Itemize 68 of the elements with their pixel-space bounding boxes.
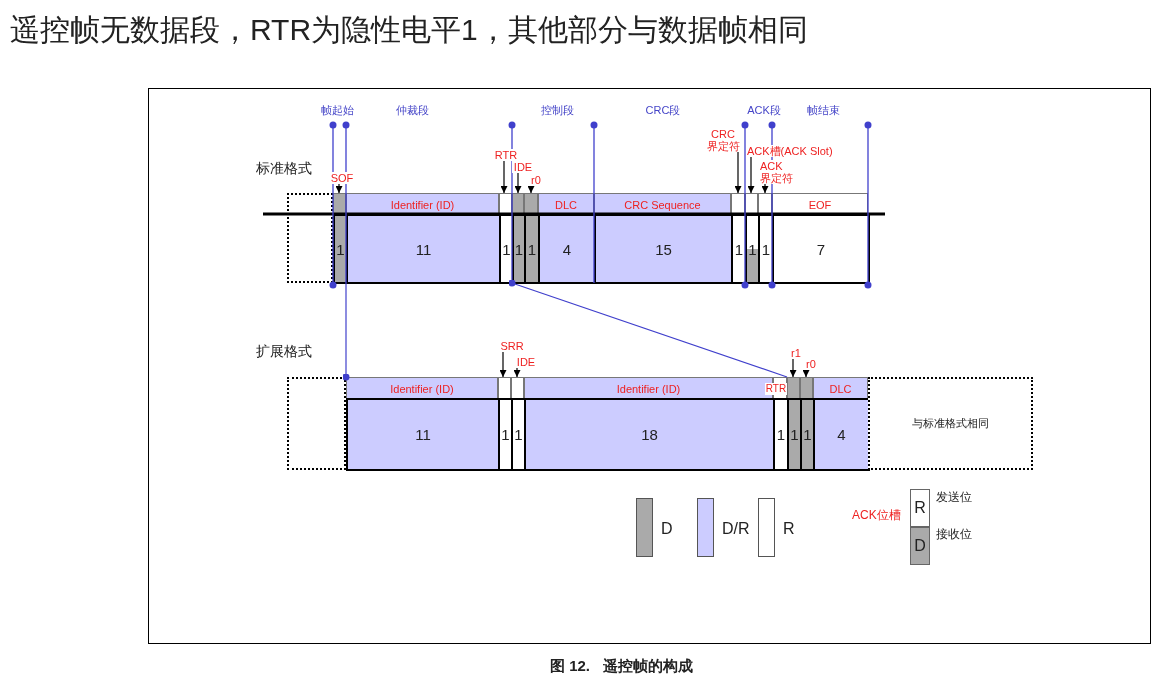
bit-field xyxy=(346,377,498,470)
bit-count-cell: 7 xyxy=(772,214,870,284)
field-name: EOF xyxy=(807,197,833,213)
bit-cell: R xyxy=(910,489,930,527)
leader-arrow xyxy=(500,160,508,194)
field-name: DLC xyxy=(554,197,578,213)
field-label: RTR xyxy=(494,149,518,161)
bit-field xyxy=(813,377,868,470)
empty-box xyxy=(287,377,346,470)
bit-count-cell: 15 xyxy=(594,214,733,284)
field-label: CRC 界定符 xyxy=(706,128,740,152)
row-label: 标准格式 xyxy=(256,160,313,176)
leader-arrow xyxy=(789,358,797,378)
field-label: r0 xyxy=(804,358,818,370)
leader-arrow xyxy=(802,369,810,378)
segment-label: CRC段 xyxy=(644,104,682,117)
legend-label: D/R xyxy=(722,520,750,538)
field-name: Identifier (ID) xyxy=(389,381,455,397)
leader-arrow xyxy=(513,367,521,378)
bit-field xyxy=(538,193,594,283)
leader-arrow xyxy=(527,185,535,194)
bit-count-cell: 11 xyxy=(346,214,501,284)
segment-label: 仲裁段 xyxy=(394,104,430,117)
leader-arrow xyxy=(514,172,522,194)
bit-cell: D xyxy=(910,527,930,565)
bit-field xyxy=(594,193,731,283)
bit-count-cell: 4 xyxy=(538,214,596,284)
segment-label: ACK段 xyxy=(746,104,782,117)
legend-label: R xyxy=(783,520,795,538)
field-label: RTR xyxy=(765,383,787,395)
bit-count-cell: 11 xyxy=(346,398,500,471)
empty-box xyxy=(287,193,333,283)
bit-field xyxy=(731,193,745,283)
leader-arrow xyxy=(335,183,343,194)
leader-arrow xyxy=(734,151,742,194)
field-label: IDE xyxy=(512,161,534,173)
field-name: Identifier (ID) xyxy=(389,197,456,213)
leader-arrow xyxy=(761,183,769,194)
bit-field xyxy=(346,193,499,283)
bit-field xyxy=(758,193,772,283)
segment-label: 控制段 xyxy=(539,104,575,117)
field-name: DLC xyxy=(828,381,853,397)
field-label: r0 xyxy=(528,174,544,186)
bit-count-cell: 18 xyxy=(524,398,775,471)
slide-title: 遥控帧无数据段，RTR为隐性电平1，其他部分与数据帧相同 xyxy=(10,12,808,48)
bit-note: 接收位 xyxy=(936,526,972,543)
field-label: SOF xyxy=(330,172,354,184)
bit-count-cell: 4 xyxy=(813,398,870,471)
field-label: SRR xyxy=(499,340,525,352)
bit-field xyxy=(524,193,538,283)
segment-label: 帧结束 xyxy=(805,104,841,117)
field-label: IDE xyxy=(515,356,537,368)
bit-field xyxy=(772,193,868,283)
field-box: 与标准格式相同 xyxy=(868,377,1033,470)
bit-field xyxy=(511,377,524,470)
bit-note: 发送位 xyxy=(936,489,972,506)
bit-field xyxy=(498,377,511,470)
leader-arrow xyxy=(499,351,507,378)
row-label: 扩展格式 xyxy=(256,343,313,359)
bit-field xyxy=(787,377,800,470)
segment-label: 帧起始 xyxy=(319,104,355,117)
field-label: r1 xyxy=(789,347,803,359)
bit-field xyxy=(800,377,813,470)
figure-caption: 图 12. 遥控帧的构成 xyxy=(550,657,693,675)
field-name: CRC Sequence xyxy=(623,197,702,213)
legend-label: D xyxy=(661,520,673,538)
leader-arrow xyxy=(747,156,755,194)
field-label: ACK位槽 xyxy=(852,508,902,522)
